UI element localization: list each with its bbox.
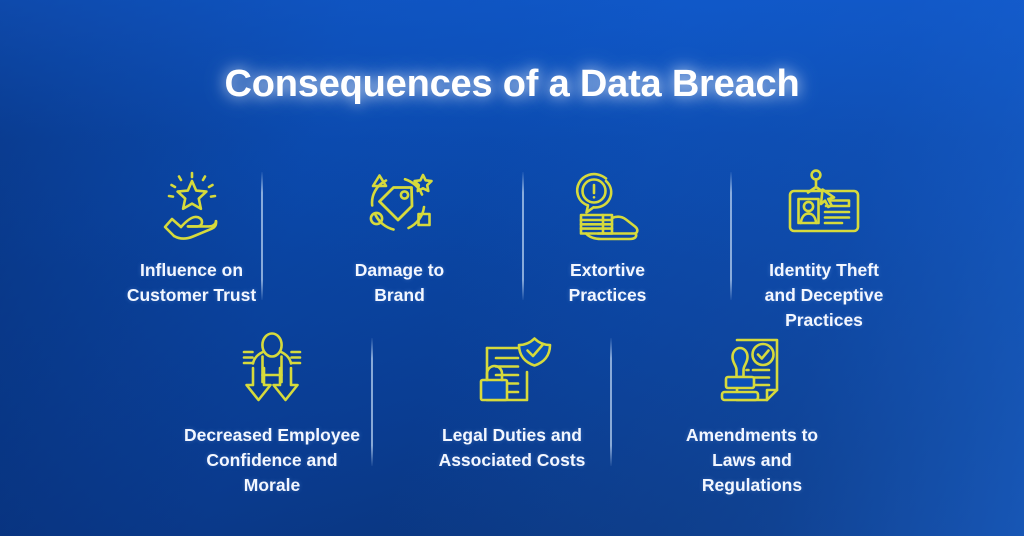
divider-row2-1: [371, 338, 373, 466]
consequences-row-2: Decreased Employee Confidence and Morale: [0, 331, 1024, 498]
consequence-item-legal-duties-costs[interactable]: Legal Duties and Associated Costs: [392, 331, 632, 473]
document-lock-shield-icon: [471, 331, 553, 413]
hand-holding-star-icon: [152, 166, 232, 248]
consequence-label: Influence on Customer Trust: [126, 260, 257, 305]
consequence-item-damage-to-brand[interactable]: Damage to Brand: [296, 166, 504, 308]
divider-row1-3: [730, 172, 732, 300]
person-down-arrows-icon: [229, 331, 315, 413]
consequence-item-extortive-practices[interactable]: Extortive Practices: [504, 166, 712, 308]
consequence-item-influence-customer-trust[interactable]: Influence on Customer Trust: [88, 166, 296, 308]
consequence-item-identity-theft[interactable]: Identity Theft and Deceptive Practices: [712, 166, 937, 333]
price-tag-circle-icon: [360, 166, 440, 248]
divider-row2-2: [610, 338, 612, 466]
consequence-label: Legal Duties and Associated Costs: [438, 425, 586, 470]
divider-row1-2: [522, 172, 524, 300]
consequence-label: Decreased Employee Confidence and Morale: [183, 425, 361, 495]
consequences-row-1: Influence on Customer Trust Damage t: [0, 166, 1024, 333]
consequence-label: Extortive Practices: [568, 260, 647, 305]
consequence-label: Identity Theft and Deceptive Practices: [764, 260, 884, 330]
consequence-item-decreased-employee-morale[interactable]: Decreased Employee Confidence and Morale: [152, 331, 392, 498]
id-badge-cursor-icon: [782, 166, 866, 248]
consequence-item-amendments-laws[interactable]: Amendments to Laws and Regulations: [632, 331, 872, 498]
stamp-document-check-icon: [711, 331, 793, 413]
consequence-label: Amendments to Laws and Regulations: [685, 425, 819, 495]
hand-money-warning-icon: [568, 166, 648, 248]
divider-row1-1: [261, 172, 263, 300]
page-title: Consequences of a Data Breach: [224, 63, 800, 105]
consequence-label: Damage to Brand: [354, 260, 445, 305]
